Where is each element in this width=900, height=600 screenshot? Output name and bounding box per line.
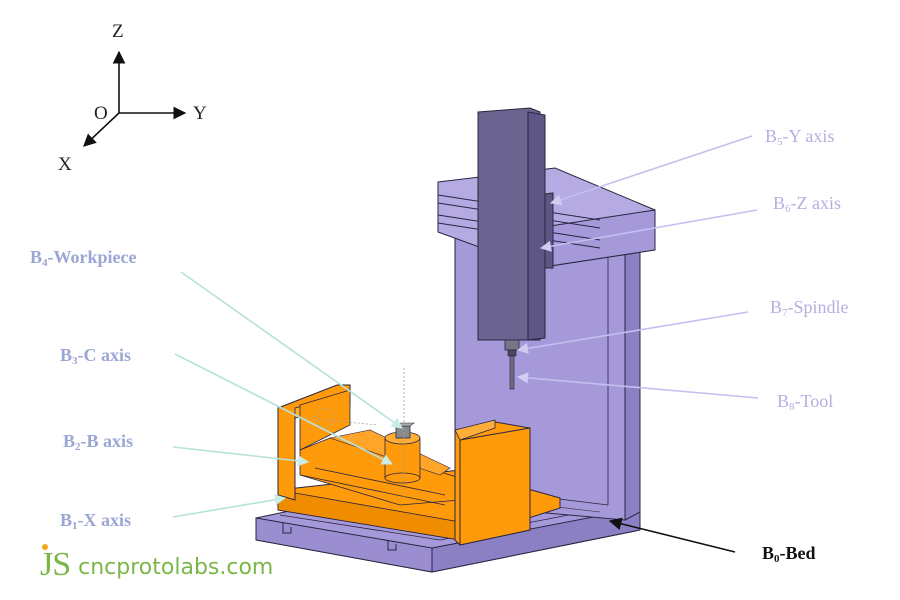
label-b4-workpiece: B4-Workpiece xyxy=(30,247,137,269)
z-axis-ram xyxy=(477,107,546,341)
logo-mark: JS xyxy=(40,544,71,583)
c-axis-rotary-table xyxy=(384,431,421,484)
label-b8-tool: B8-Tool xyxy=(777,391,834,413)
axis-label-z: Z xyxy=(112,21,124,42)
axis-label-y: Y xyxy=(193,103,207,124)
label-b3-c-axis: B3-C axis xyxy=(60,345,132,367)
leader-lines-left xyxy=(172,271,403,518)
logo-text: cncprotolabs.com xyxy=(78,555,274,580)
leader-lines-right xyxy=(516,135,759,399)
axis-label-x: X xyxy=(58,154,72,175)
tool xyxy=(509,355,515,390)
rotation-axes xyxy=(305,368,405,500)
label-b7-spindle: B7-Spindle xyxy=(770,297,849,319)
label-b2-b-axis: B2-B axis xyxy=(63,431,134,453)
bed-leader-line xyxy=(608,517,736,553)
workpiece xyxy=(394,422,415,439)
label-b1-x-axis: B1-X axis xyxy=(60,510,132,532)
logo-dot-icon xyxy=(42,544,48,550)
b-axis-cradle xyxy=(277,384,531,546)
label-b5-y-axis: B5-Y axis xyxy=(765,126,835,148)
watermark-logo: JS cncprotolabs.com xyxy=(40,544,274,583)
axis-label-origin: O xyxy=(94,103,108,124)
label-b6-z-axis: B6-Z axis xyxy=(773,193,841,215)
coordinate-axes xyxy=(83,50,187,147)
label-b0-bed: B0-Bed xyxy=(762,543,816,565)
